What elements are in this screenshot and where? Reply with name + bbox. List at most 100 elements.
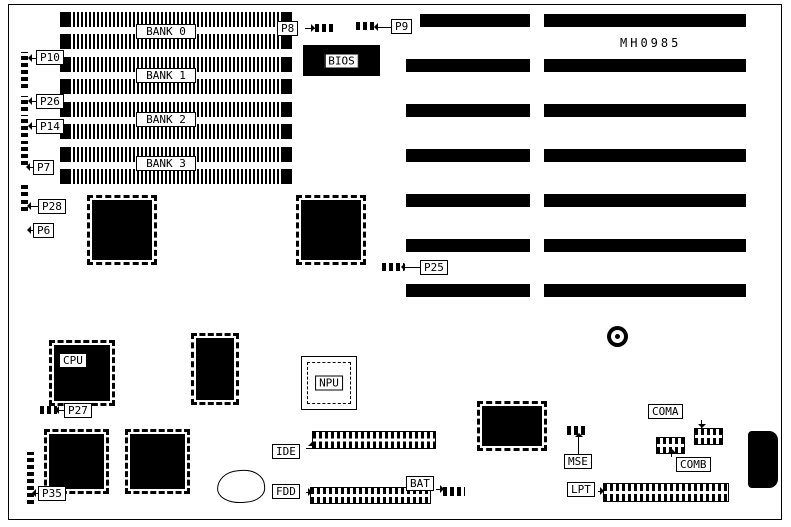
p7-header-pins — [21, 141, 28, 165]
pointer-line — [29, 126, 36, 127]
pointer-arrow — [27, 226, 31, 234]
simm-pin-strip — [73, 169, 279, 184]
p26-header-pins — [21, 96, 28, 111]
isa-slot-segment — [406, 239, 530, 252]
simm-socket — [60, 147, 292, 162]
simm-end-clip — [281, 169, 292, 184]
simm-end-clip — [60, 102, 71, 117]
pointer-arrow — [440, 485, 444, 493]
bank3-label: BANK 3 — [136, 156, 196, 171]
simm-end-clip — [60, 169, 71, 184]
mse-header-pins — [567, 426, 587, 435]
pointer-arrow — [28, 97, 32, 105]
isa-slot-segment — [406, 284, 530, 297]
simm-end-clip — [60, 147, 71, 162]
isa-slot-segment — [406, 194, 530, 207]
npu-socket-pins — [307, 362, 351, 404]
p7-label: P7 — [33, 160, 55, 175]
bank2-label: BANK 2 — [136, 112, 196, 127]
simm-end-clip — [281, 57, 292, 72]
isa-slot-segment — [544, 149, 746, 162]
coma-connector — [694, 428, 723, 445]
pointer-line — [305, 28, 315, 29]
simm-pin-strip — [73, 124, 279, 139]
p10-header-pins — [21, 52, 28, 88]
pointer-line — [306, 448, 312, 449]
qfp-chip — [44, 429, 109, 494]
qfp-chip — [296, 195, 366, 265]
simm-pin-strip — [73, 12, 279, 27]
comb-label: COMB — [676, 457, 711, 472]
pointer-line — [35, 493, 38, 494]
p8-header-pins — [315, 24, 335, 32]
mounting-hole-ring — [611, 330, 624, 343]
simm-end-clip — [60, 12, 71, 27]
pointer-line — [436, 489, 443, 490]
bat-header-pins — [443, 487, 465, 496]
isa-slot-segment — [406, 59, 530, 72]
isa-slot-segment — [544, 194, 746, 207]
simm-end-clip — [281, 147, 292, 162]
fdd-label: FDD — [272, 484, 300, 499]
isa-slot-segment — [544, 59, 746, 72]
npu-socket: NPU — [301, 356, 357, 410]
pointer-line — [671, 453, 672, 457]
pointer-arrow — [55, 406, 59, 414]
pointer-arrow — [28, 122, 32, 130]
p6-header-pins — [21, 200, 28, 211]
isa-slot-segment — [406, 104, 530, 117]
p28-label: P28 — [38, 199, 66, 214]
pointer-line — [378, 27, 391, 28]
simm-socket — [60, 79, 292, 94]
isa-slot-segment — [420, 14, 530, 27]
mounting-hole — [607, 326, 628, 347]
p8-label: P8 — [277, 21, 299, 36]
simm-socket — [60, 34, 292, 49]
pointer-arrow — [668, 449, 676, 453]
simm-pin-strip — [73, 79, 279, 94]
simm-socket — [60, 12, 292, 27]
pointer-arrow — [308, 488, 312, 496]
p27-header-pins — [40, 406, 57, 414]
p25-header-pins — [382, 263, 404, 271]
simm-end-clip — [60, 57, 71, 72]
pointer-line — [405, 267, 420, 268]
qfp-chip — [87, 195, 157, 265]
pointer-line — [29, 58, 36, 59]
isa-slot-segment — [544, 104, 746, 117]
lpt-connector — [603, 483, 729, 502]
p26-label: P26 — [36, 94, 64, 109]
pointer-arrow — [575, 433, 583, 437]
pointer-arrow — [401, 263, 405, 271]
pointer-arrow — [698, 424, 706, 428]
simm-pin-strip — [73, 57, 279, 72]
simm-socket — [60, 57, 292, 72]
pointer-line — [29, 230, 33, 231]
p14-header-pins — [21, 115, 28, 137]
simm-pin-strip — [73, 102, 279, 117]
simm-end-clip — [281, 79, 292, 94]
pointer-arrow — [311, 24, 315, 32]
pointer-line — [58, 410, 64, 411]
simm-end-clip — [281, 34, 292, 49]
pointer-line — [29, 101, 36, 102]
pointer-arrow — [27, 202, 31, 210]
bios-chip: BIOS — [303, 45, 380, 76]
p9-label: P9 — [391, 19, 413, 34]
bank0-label: BANK 0 — [136, 24, 196, 39]
p6-label: P6 — [33, 223, 55, 238]
pointer-line — [28, 167, 33, 168]
pointer-arrow — [308, 442, 316, 446]
p9-header-pins — [356, 22, 376, 30]
qfp-chip — [125, 429, 190, 494]
pointer-arrow — [26, 163, 30, 171]
isa-slot-segment — [544, 284, 746, 297]
pointer-arrow — [28, 54, 32, 62]
board-outline — [8, 4, 782, 520]
simm-end-clip — [281, 124, 292, 139]
pointer-arrow — [374, 23, 378, 31]
mse-label: MSE — [564, 454, 592, 469]
simm-end-clip — [281, 102, 292, 117]
npu-label: NPU — [315, 375, 343, 391]
p35-header-pins — [27, 452, 34, 504]
